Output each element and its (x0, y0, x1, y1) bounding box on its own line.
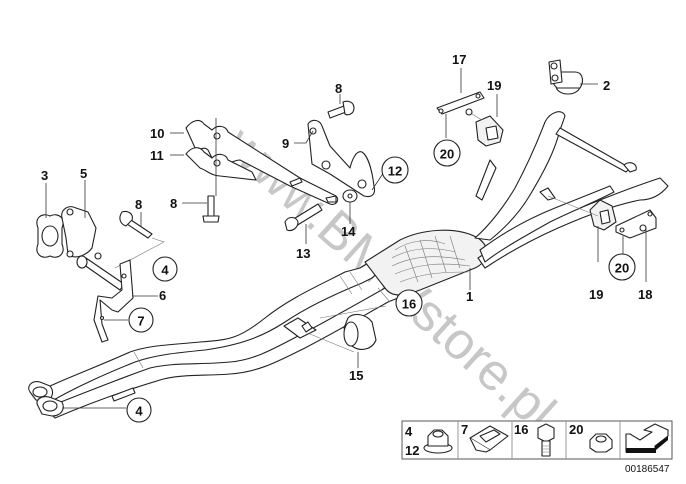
legend-label-4: 4 (405, 424, 413, 439)
callout-14: 14 (341, 224, 356, 239)
callout-8: 8 (335, 81, 342, 96)
direction-arrow-icon (625, 423, 669, 453)
callout-16: 16 (402, 297, 416, 312)
legend-cell-hex-bolt: 16 (514, 422, 555, 457)
callout-4-circle (126, 397, 152, 423)
gasket-part-3[interactable] (36, 183, 64, 258)
callout-15: 15 (349, 368, 363, 383)
washer-part-14[interactable] (342, 189, 358, 224)
rear-y-pipes[interactable] (474, 111, 669, 269)
bolt-part-13[interactable] (284, 203, 323, 244)
callout-11: 11 (150, 148, 164, 163)
bolt-part-8-left[interactable] (114, 210, 165, 269)
callout-10: 10 (150, 126, 164, 141)
bracket-part-6[interactable] (93, 259, 158, 343)
legend-label-12: 12 (405, 443, 419, 458)
clip-nut-icon (469, 425, 509, 453)
callout-4-circle (152, 256, 178, 282)
flange-part-5[interactable] (61, 180, 125, 291)
callout-9: 9 (282, 136, 289, 151)
callout-6: 6 (159, 288, 166, 303)
callout-18: 18 (638, 287, 652, 302)
pipe-flanges (28, 381, 126, 417)
callout-7: 7 (137, 314, 144, 329)
rubber-mount-part-19-top[interactable] (471, 94, 504, 147)
callout-12: 12 (388, 164, 402, 179)
bracket-part-9[interactable] (294, 119, 385, 198)
bolt-part-8-top[interactable] (327, 94, 355, 119)
bracket-part-17[interactable] (436, 68, 485, 138)
callout-17: 17 (452, 52, 466, 67)
callout-20: 20 (440, 147, 454, 162)
callout-2: 2 (603, 78, 610, 93)
callout-20-circle (608, 253, 636, 281)
document-number: 00186547 (625, 464, 670, 475)
callout-19: 19 (589, 287, 603, 302)
callout-12-circle (381, 156, 409, 184)
callout-1: 1 (466, 289, 473, 304)
callout-4: 4 (135, 404, 143, 419)
callout-19: 19 (487, 78, 501, 93)
callout-20-circle (433, 139, 461, 167)
flange-nut-icon (423, 429, 453, 454)
callout-4: 4 (161, 263, 169, 278)
bracket-part-18[interactable] (615, 209, 657, 282)
callout-13: 13 (296, 246, 310, 261)
hex-nut-icon (589, 433, 613, 453)
callout-8: 8 (170, 196, 177, 211)
callout-8: 8 (135, 197, 142, 212)
callout-3: 3 (41, 168, 48, 183)
small-parts-legend: 4 12 7 16 (401, 420, 673, 475)
callout-5: 5 (80, 166, 87, 181)
callout-16-circle (395, 289, 423, 317)
rubber-mount-part-19-rear[interactable] (547, 195, 617, 262)
legend-label-7: 7 (461, 422, 468, 437)
hex-bolt-icon (537, 423, 555, 457)
callout-7-circle (128, 307, 154, 333)
callout-20: 20 (615, 261, 629, 276)
callouts: 1 2 3 4 4 5 6 7 8 8 8 9 10 11 12 13 14 1… (41, 52, 652, 423)
legend-label-16: 16 (514, 422, 528, 437)
bolt-part-8-center[interactable] (182, 195, 220, 223)
legend-cell-clip-nut: 7 (461, 422, 509, 453)
pipe-clamp-parts-10-11[interactable] (170, 118, 339, 205)
legend-cell-hex-nut: 20 (569, 422, 613, 453)
clamp-part-2[interactable] (548, 59, 598, 95)
legend-label-20: 20 (569, 422, 583, 437)
legend-cell-flange-nut: 4 12 (405, 424, 453, 458)
rubber-damper-part-15[interactable] (283, 305, 387, 368)
